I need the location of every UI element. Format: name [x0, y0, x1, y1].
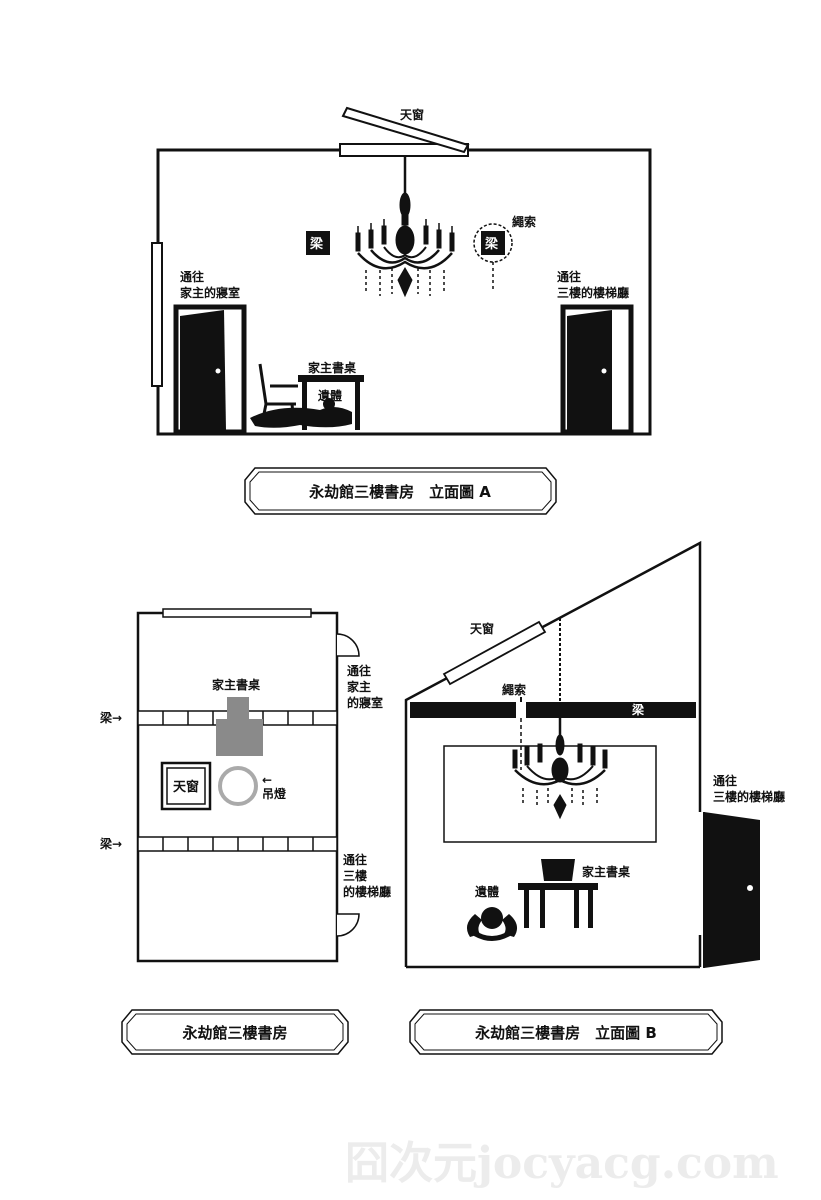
caption-b: 永劫館三樓書房 立面圖 B — [474, 1024, 657, 1042]
rope-b-label: 繩索 — [502, 682, 526, 697]
left-door-label-1: 通往 — [180, 269, 204, 284]
door-b-knob — [747, 885, 753, 891]
body-b-label: 遺體 — [474, 884, 499, 899]
beam-top-label: 梁→ — [99, 710, 122, 725]
skylight-b — [442, 620, 547, 686]
right-door-label-2: 三樓的樓梯廳 — [557, 285, 629, 300]
plan-chandelier-label: 吊燈 — [262, 786, 287, 801]
plan-chandelier — [218, 766, 258, 806]
plan-window — [162, 608, 312, 618]
left-window — [151, 242, 163, 387]
beam-b — [410, 702, 696, 718]
rug-b — [443, 745, 657, 843]
plan-chandelier-arrow: ← — [262, 773, 272, 787]
plan-door-bottom-label-2: 三樓 — [343, 868, 367, 883]
caption-box-a: 永劫館三樓書房 立面圖 A — [244, 467, 557, 515]
watermark: 囧次元jocyacg.com — [345, 1138, 779, 1189]
room-b-outline — [404, 540, 702, 969]
left-door-leaf — [180, 310, 226, 430]
plan-skylight-label: 天窗 — [173, 779, 199, 795]
chandelier-icon — [355, 156, 455, 298]
plan-door-top-label-1: 通往 — [347, 663, 371, 678]
caption-plan: 永劫館三樓書房 — [181, 1024, 287, 1042]
skylight-open-pane — [341, 106, 470, 154]
plan-skylight-inner — [166, 767, 206, 805]
rope-label: 繩索 — [512, 214, 536, 229]
plan-skylight-outer — [160, 761, 212, 811]
beam-section-with-rope — [481, 231, 505, 255]
right-door-label-1: 通往 — [557, 269, 581, 284]
skylight-b-label: 天窗 — [470, 621, 494, 636]
beam-label: 梁 — [309, 236, 324, 252]
rope-loop — [473, 223, 513, 263]
plan-desk — [216, 719, 263, 756]
elevation-b: 天窗 梁 繩索 — [404, 540, 785, 1055]
door-b-label-1: 通往 — [713, 773, 737, 788]
plan-door-bottom-label-1: 通往 — [343, 852, 367, 867]
left-door-label-2: 家主的寢室 — [180, 285, 240, 300]
plan-door-top — [336, 633, 360, 657]
beam-b-label: 梁 — [631, 702, 644, 717]
plan-door-top-label-2: 家主 — [347, 679, 371, 694]
caption-box-plan: 永劫館三樓書房 — [121, 1009, 349, 1055]
plan-desk-label: 家主書桌 — [212, 677, 261, 692]
elevation-a: 天窗 梁 — [151, 106, 652, 515]
floor-plan: 梁→ 梁→ 家主書桌 天窗 ← 吊燈 通往 家主 的寢室 通往 三樓 的樓梯廳 … — [99, 608, 391, 1055]
chandelier-b-icon — [512, 718, 608, 820]
body-label: 遺體 — [317, 388, 342, 403]
rope-b-gap — [516, 702, 526, 718]
desk-label: 家主書桌 — [308, 360, 357, 375]
plan-door-top-label-3: 的寢室 — [347, 695, 383, 710]
beam-bottom-label: 梁→ — [99, 836, 122, 851]
desk-b-icon — [518, 859, 598, 928]
right-door-leaf — [567, 310, 612, 430]
left-door-knob — [215, 368, 221, 374]
plan-chair — [227, 697, 249, 723]
door-b-label-2: 三樓的樓梯廳 — [713, 789, 785, 804]
right-door-knob — [601, 368, 607, 374]
body-b-icon — [466, 907, 518, 941]
beam-bottom — [137, 836, 338, 852]
desk-b-label: 家主書桌 — [582, 864, 631, 879]
plan-door-bottom — [336, 913, 360, 937]
beam-section — [306, 231, 330, 255]
body-icon — [250, 398, 352, 428]
skylight-label: 天窗 — [400, 107, 424, 122]
desk-icon — [298, 375, 364, 430]
plan-door-bottom-label-3: 的樓梯廳 — [343, 884, 391, 899]
caption-box-b: 永劫館三樓書房 立面圖 B — [409, 1009, 723, 1055]
caption-a: 永劫館三樓書房 立面圖 A — [308, 483, 491, 501]
beam-rope-label: 梁 — [484, 236, 499, 252]
door-b-leaf — [704, 812, 760, 968]
